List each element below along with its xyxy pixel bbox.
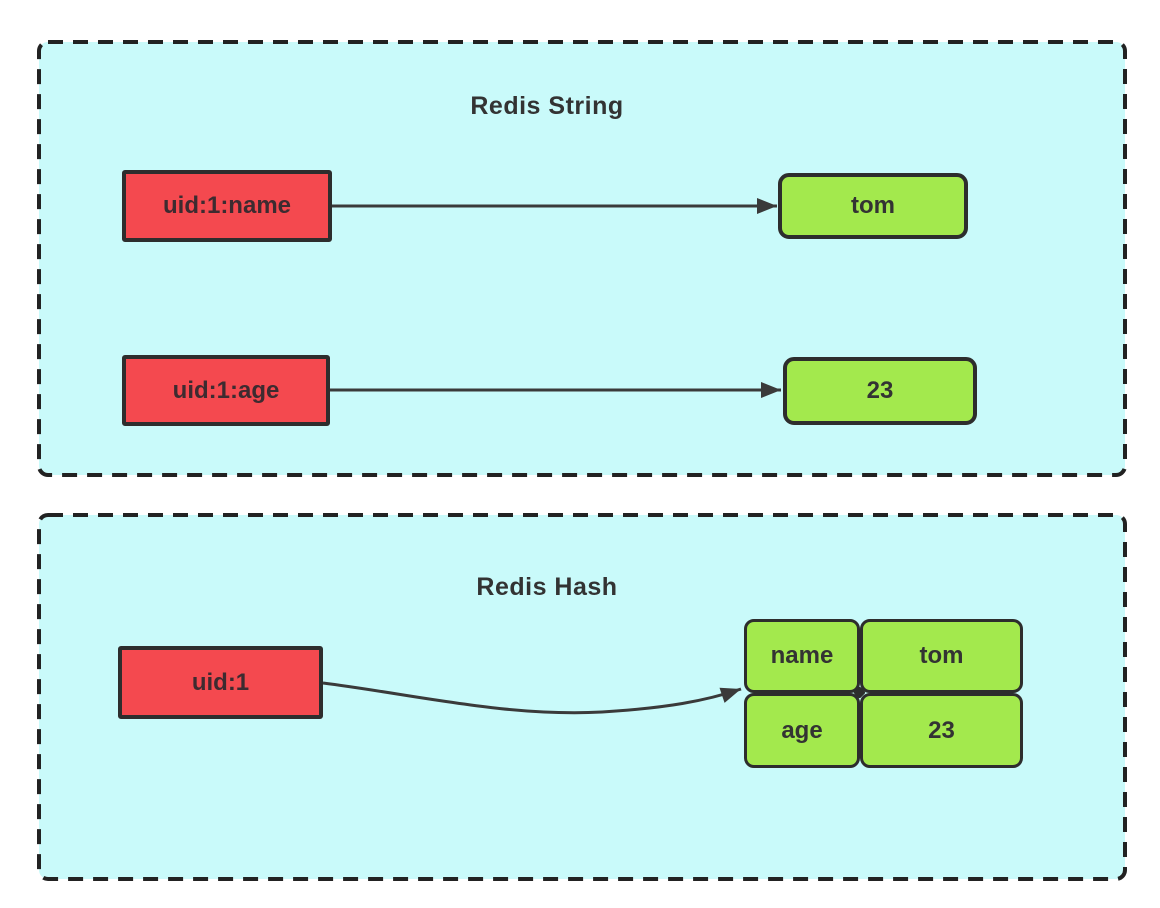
arrow-uid1-to-hash-table [322, 681, 742, 715]
hash-field-age: age [744, 693, 860, 768]
panel-title: Redis String [470, 92, 624, 120]
hash-field-name: name [744, 619, 860, 693]
hash-value-tom: tom [860, 619, 1023, 693]
key-box-uid-1: uid:1 [118, 646, 323, 719]
key-box-uid-1-age: uid:1:age [122, 355, 330, 426]
value-box-23: 23 [783, 357, 977, 425]
redis-string-panel: Redis String uid:1:name tom uid:1:age 23 [37, 40, 1127, 477]
redis-hash-panel-layer [37, 513, 1127, 881]
panel-title: Redis Hash [476, 573, 618, 601]
redis-hash-panel: Redis Hash uid:1 name tom age 23 [37, 513, 1127, 881]
hash-field-table: name tom age 23 [744, 619, 1023, 768]
key-box-uid-1-name: uid:1:name [122, 170, 332, 242]
hash-value-23: 23 [860, 693, 1023, 768]
value-box-tom: tom [778, 173, 968, 239]
dashed-panel-border [37, 513, 1127, 881]
